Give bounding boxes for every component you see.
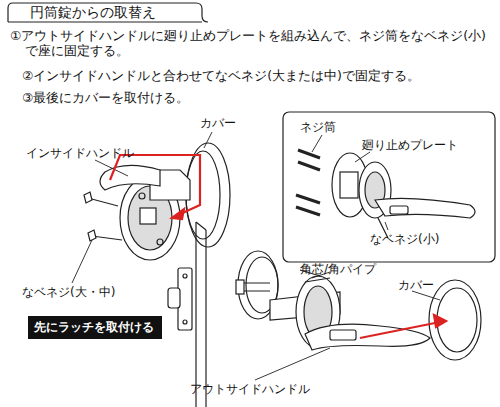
part-label: カバー [200, 116, 236, 130]
section-title: 円筒錠からの取替え [30, 4, 156, 21]
inset-parts [296, 150, 475, 238]
step-text: ③最後にカバーを取付ける。 [22, 90, 189, 105]
part-label: なベネジ(小) [370, 232, 439, 246]
step-text: ①アウトサイドハンドルに廻り止めプレートを組み込んで、ネジ筒をなベネジ(小) で… [10, 28, 497, 58]
title-frame [8, 3, 208, 22]
leader-lines [72, 132, 440, 380]
part-label: カバー [398, 278, 434, 292]
note-box: 先にラッチを取付ける [28, 316, 162, 339]
door [168, 222, 206, 407]
part-label: ネジ筒 [300, 120, 336, 134]
outside-handle [236, 251, 481, 360]
inset-frame [283, 112, 495, 262]
inside-handle [84, 143, 230, 260]
step-text: ②インサイドハンドルと合わせてなベネジ(大または中)で固定する。 [22, 68, 420, 83]
note-text: 先にラッチを取付ける [34, 320, 154, 334]
part-label: インサイドハンドル [26, 146, 134, 160]
part-label: 角芯/角パイプ [300, 262, 376, 276]
title-underline [8, 21, 202, 22]
assembly-arrows [110, 155, 446, 338]
part-label: アウトサイドハンドル [190, 382, 310, 396]
part-label: なベネジ(大・中) [22, 285, 115, 299]
part-label: 廻り止めプレート [362, 138, 458, 152]
